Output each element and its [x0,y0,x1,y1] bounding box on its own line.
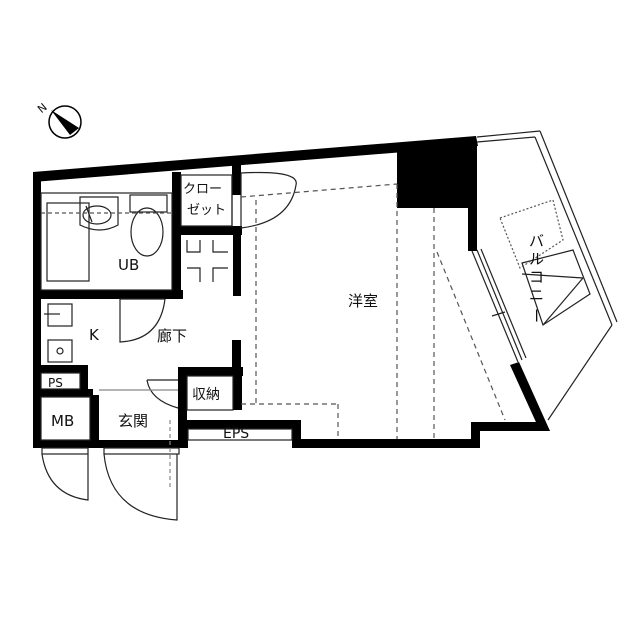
mb-door-swing [41,453,89,501]
svg-text:ー: ー [527,308,545,323]
room-labels: UB クロー ゼット 洋室 K 廊下 PS 収納 MB 玄関 EPS バ ル コ… [48,182,545,442]
washbasin [79,196,119,231]
walls [33,136,550,448]
label-balcony: バ ル コ ニ ー [527,232,545,323]
closet-door-swing [240,171,297,229]
closet-bottom-wall [172,226,242,235]
label-kitchen: K [89,326,100,344]
compass-north-label: N [35,101,50,116]
entrance-door-swing [103,453,178,521]
label-ub: UB [118,256,139,274]
kitchen-ps-wall [33,365,88,373]
bottom-wall-left [33,440,188,448]
svg-text:ル: ル [529,250,544,268]
label-closet-2: ゼット [187,203,226,218]
storage-right-wall [233,367,242,410]
entry-eps-divider [178,420,188,448]
label-western-room: 洋室 [348,292,378,310]
label-mb: MB [51,412,74,430]
north-arrow-icon [51,110,79,135]
label-closet-1: クロー [183,182,222,197]
corridor-door-swing [119,298,166,343]
fixtures [40,130,618,521]
bathtub [46,202,90,282]
ps-mb-wall [33,389,93,397]
room-left-wall-lower [232,340,241,370]
storage-left-wall [178,367,187,420]
eps-top-wall [178,420,300,429]
washbasin-bowl [82,205,112,225]
svg-text:ニ: ニ [529,286,544,304]
svg-text:バ: バ [529,232,544,250]
toilet-tank [129,194,168,213]
right-wall-lower [510,362,550,431]
shelf-icon [186,240,228,282]
mb-entry-divider [90,395,99,448]
label-storage: 収納 [192,387,220,403]
left-wall [33,172,41,447]
label-eps: EPS [223,426,249,442]
storage-door-swing [146,379,179,409]
balcony-hatch [521,249,591,326]
balcony-dashed-hatch [499,199,564,269]
closet-right-wall [232,165,241,195]
storage-top-wall [178,367,243,376]
bottom-wall-room [292,439,474,448]
eps-right-wall [292,420,301,448]
label-entrance: 玄関 [118,412,148,430]
sink [47,303,73,327]
ub-interior [40,192,173,291]
svg-text:コ: コ [529,268,544,286]
stove-burner-icon [56,347,64,355]
stove [47,339,73,363]
faucet-icon [85,205,93,223]
pillar [397,146,477,208]
label-corridor: 廊下 [157,327,187,345]
ub-bottom-wall [33,290,183,299]
right-wall-upper [468,146,477,251]
ps-right-wall [80,365,88,397]
toilet-bowl [130,207,164,257]
room-dashed-lines [240,183,506,439]
label-ps: PS [48,376,63,390]
bottom-step-wall [471,422,480,448]
shelf-right-wall [233,226,241,296]
bottom-step-top [471,422,550,431]
top-wall [33,136,478,182]
compass: N [35,101,82,139]
